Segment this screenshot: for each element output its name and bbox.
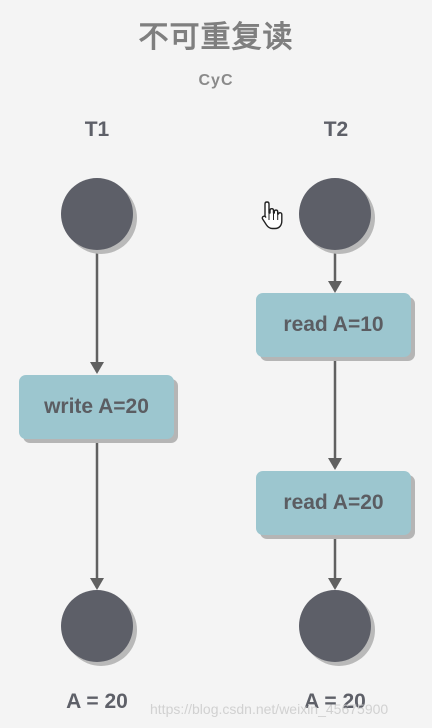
t1-start-node [61,178,133,250]
hand-pointer-icon [261,201,283,230]
t2-start-node [299,178,371,250]
t2-read-second-action: read A=20 [256,471,411,535]
diagram-title: 不可重复读 [138,20,294,55]
t2-read-first-action: read A=10 [256,293,411,357]
t2-column-label: T2 [323,118,349,141]
t2-end-node [299,590,371,662]
t2-result-label: A = 20 [304,690,366,713]
t1-column-label: T1 [84,118,110,141]
watermark-text: https://blog.csdn.net/weixin_45675900 [150,701,389,717]
diagram-subtitle: CyC [198,72,234,89]
t1-result-label: A = 20 [66,690,128,713]
t1-write-action: write A=20 [19,375,174,439]
t1-end-node [61,590,133,662]
